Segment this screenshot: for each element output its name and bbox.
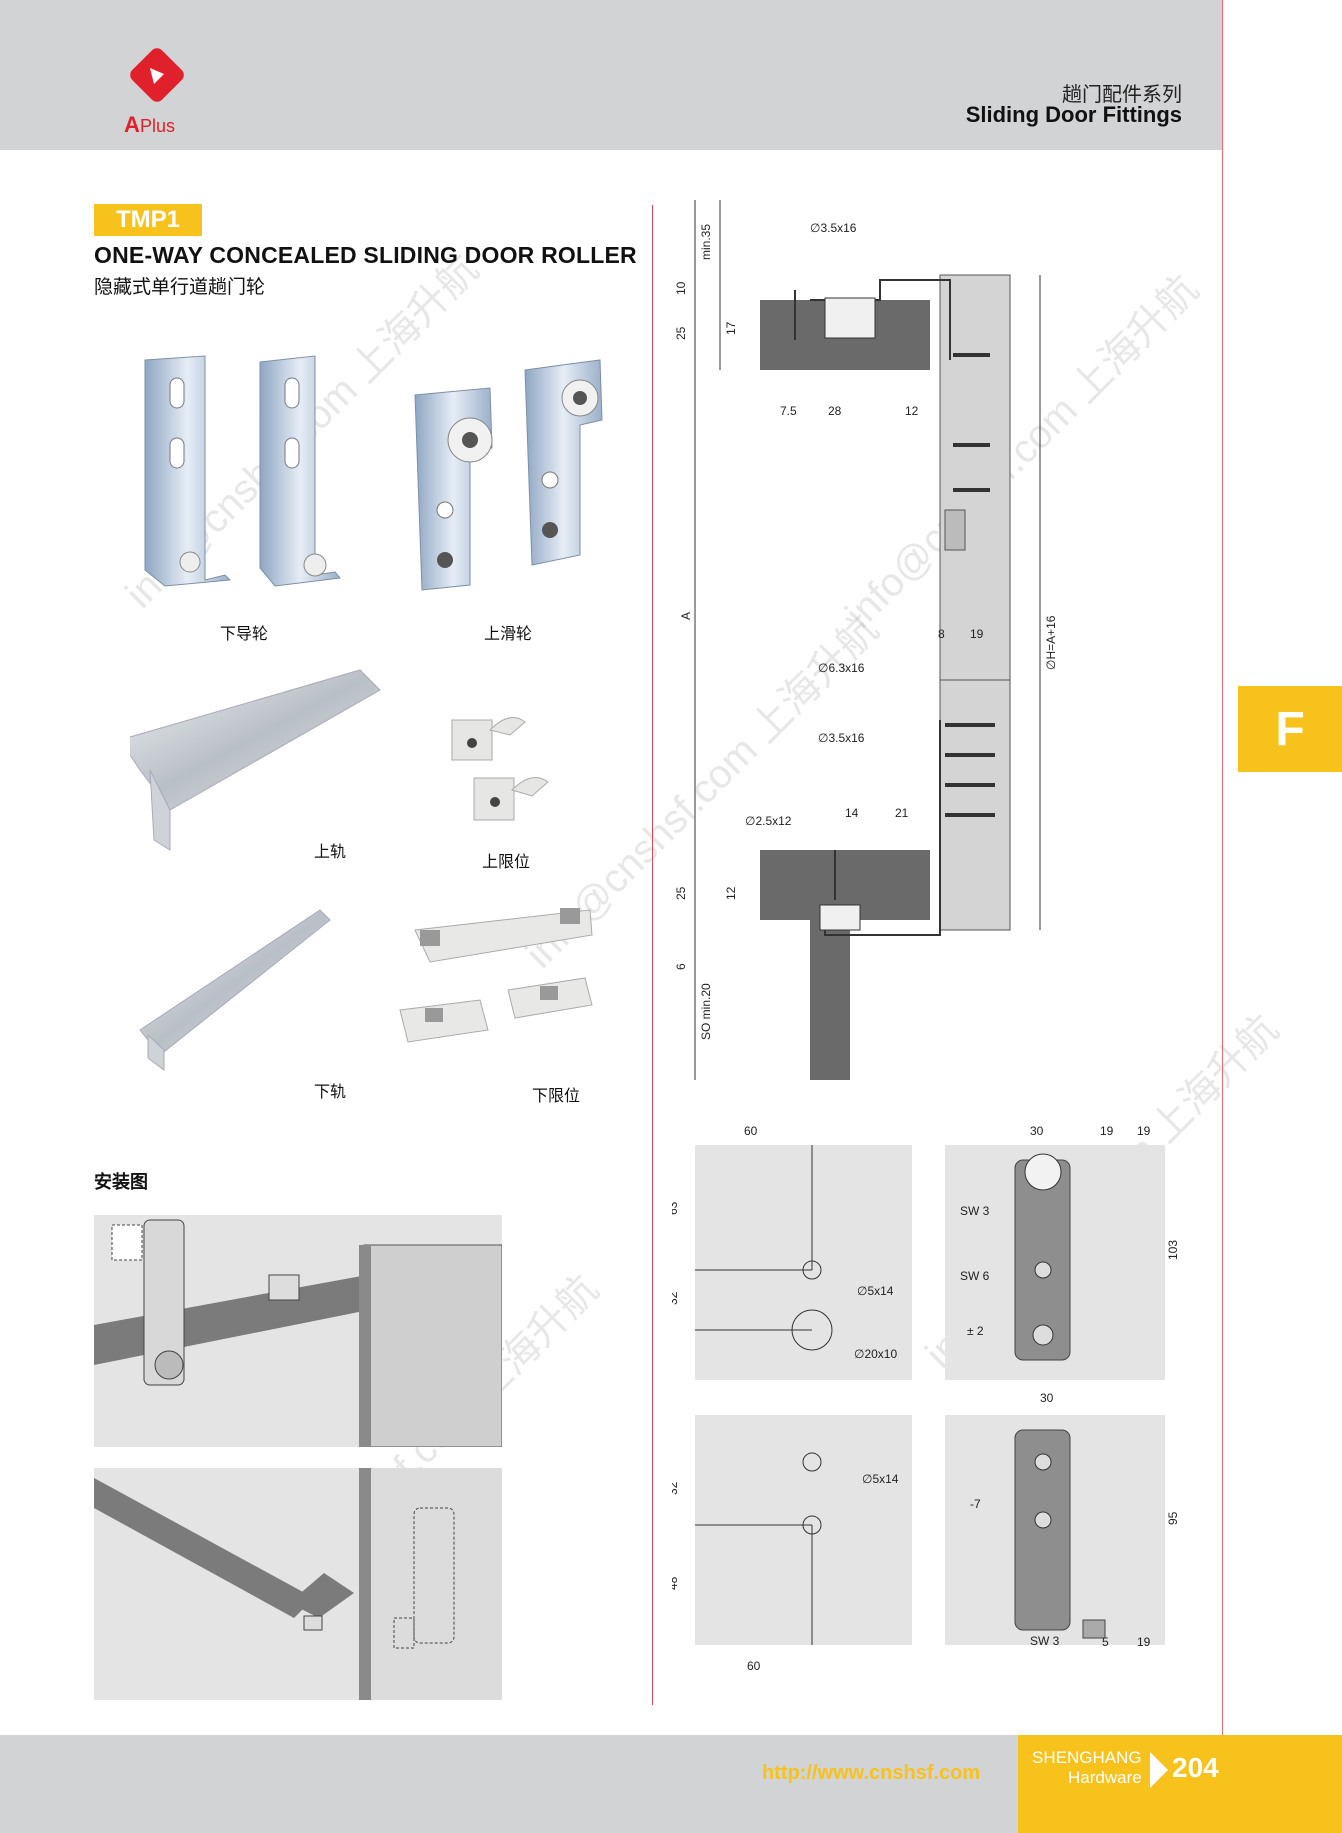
product-title-en: ONE-WAY CONCEALED SLIDING DOOR ROLLER (94, 242, 637, 268)
dim-label: 8 (938, 627, 945, 641)
install-diagram-bottom (94, 1468, 502, 1700)
category-title-cn: 趟门配件系列 (1062, 84, 1182, 106)
model-badge: TMP1 (94, 204, 202, 236)
margin-line (1222, 0, 1223, 1833)
dim-label: 25 (674, 886, 688, 900)
install-diagram-title: 安装图 (94, 1172, 148, 1192)
dim-label: 17 (724, 321, 738, 335)
footer-brand-block (1018, 1735, 1342, 1833)
lower-stop-photo (399, 908, 593, 1043)
category-title-en: Sliding Door Fittings (965, 102, 1182, 127)
dim-label: SW 3 (1030, 1634, 1060, 1648)
dim-label: 32 (672, 1481, 680, 1495)
dim-label: -7 (970, 1497, 981, 1511)
dim-label: ∅6.3x16 (818, 661, 865, 675)
dim-label: 19 (970, 627, 984, 641)
brand-logo: A Plus (120, 48, 200, 140)
dim-label: ∅5x14 (862, 1472, 899, 1486)
part-caption: 下导轮 (220, 626, 269, 643)
svg-text:Plus: Plus (140, 116, 175, 136)
drilling-diagram-bottom-right: 30 95 -7 SW 3 5 19 (945, 1391, 1180, 1649)
upper-stop-photo (451, 717, 549, 821)
lower-guide-wheel-photo (144, 355, 341, 587)
dim-label: 103 (1166, 1240, 1180, 1260)
svg-text:A: A (124, 112, 140, 137)
dim-label: ∅3.5x16 (818, 731, 865, 745)
dim-label: SO min.20 (699, 983, 713, 1040)
drilling-diagram-top-right: 30 19 19 103 SW 3 SW 6 ± 2 (945, 1124, 1180, 1380)
column-divider (652, 205, 653, 1705)
dim-label: 19 (1137, 1124, 1151, 1138)
dim-label: 25 (674, 326, 688, 340)
dim-label: 60 (747, 1659, 761, 1673)
product-title-cn: 隐藏式单行道趟门轮 (94, 277, 266, 298)
dim-label: ∅2.5x12 (745, 814, 792, 828)
website-link[interactable]: http://www.cnshsf.com (762, 1762, 981, 1784)
section-drawing: ∅3.5x16 min.35 10 25 17 7.5 28 12 A ∅H=A… (674, 200, 1058, 1080)
dim-label: ∅20x10 (854, 1347, 897, 1361)
page-header (0, 0, 1222, 150)
dim-label: ∅H=A+16 (1044, 615, 1058, 670)
dim-label: 19 (1100, 1124, 1114, 1138)
dim-label: A (679, 612, 693, 620)
dim-label: 6 (674, 963, 688, 970)
page-number: 204 (1172, 1752, 1219, 1783)
part-caption: 下限位 (532, 1088, 581, 1105)
install-diagram-top (94, 1215, 502, 1447)
part-caption: 上限位 (482, 854, 531, 871)
dim-label: 12 (905, 404, 919, 418)
dim-label: 32 (672, 1291, 680, 1305)
drilling-diagram-top-left: 60 63 32 ∅5x14 ∅20x10 (672, 1124, 912, 1380)
dim-label: SW 6 (960, 1269, 990, 1283)
dim-label: ± 2 (967, 1324, 984, 1338)
dim-label: 7.5 (780, 404, 797, 418)
footer-brand-name: SHENGHANG (1032, 1748, 1142, 1767)
dim-label: 60 (744, 1124, 758, 1138)
dim-label: 48 (672, 1576, 680, 1590)
dim-label: min.35 (699, 224, 713, 260)
dim-label: 95 (1166, 1511, 1180, 1525)
upper-roller-photo (414, 359, 603, 591)
dim-label: ∅3.5x16 (810, 221, 857, 235)
dim-label: 30 (1030, 1124, 1044, 1138)
dim-label: SW 3 (960, 1204, 990, 1218)
dim-label: 28 (828, 404, 842, 418)
dim-label: 21 (895, 806, 909, 820)
section-tab[interactable]: F (1238, 686, 1342, 772)
part-caption: 下轨 (314, 1084, 347, 1101)
dim-label: 14 (845, 806, 859, 820)
part-caption: 上轨 (314, 844, 347, 861)
dim-label: 19 (1137, 1635, 1151, 1649)
dim-label: 5 (1102, 1635, 1109, 1649)
dim-label: 30 (1040, 1391, 1054, 1405)
dim-label: 63 (672, 1201, 680, 1215)
dim-label: ∅5x14 (857, 1284, 894, 1298)
arrow-right-icon (1150, 1752, 1168, 1788)
drilling-diagram-bottom-left: 32 48 60 ∅5x14 (672, 1415, 912, 1673)
dim-label: 12 (724, 886, 738, 900)
part-caption: 上滑轮 (484, 626, 533, 643)
footer-brand-subtitle: Hardware (1068, 1768, 1142, 1787)
lower-track-photo (139, 909, 331, 1071)
dim-label: 10 (674, 281, 688, 295)
parts-photos (130, 355, 603, 1071)
upper-track-photo (130, 669, 381, 851)
